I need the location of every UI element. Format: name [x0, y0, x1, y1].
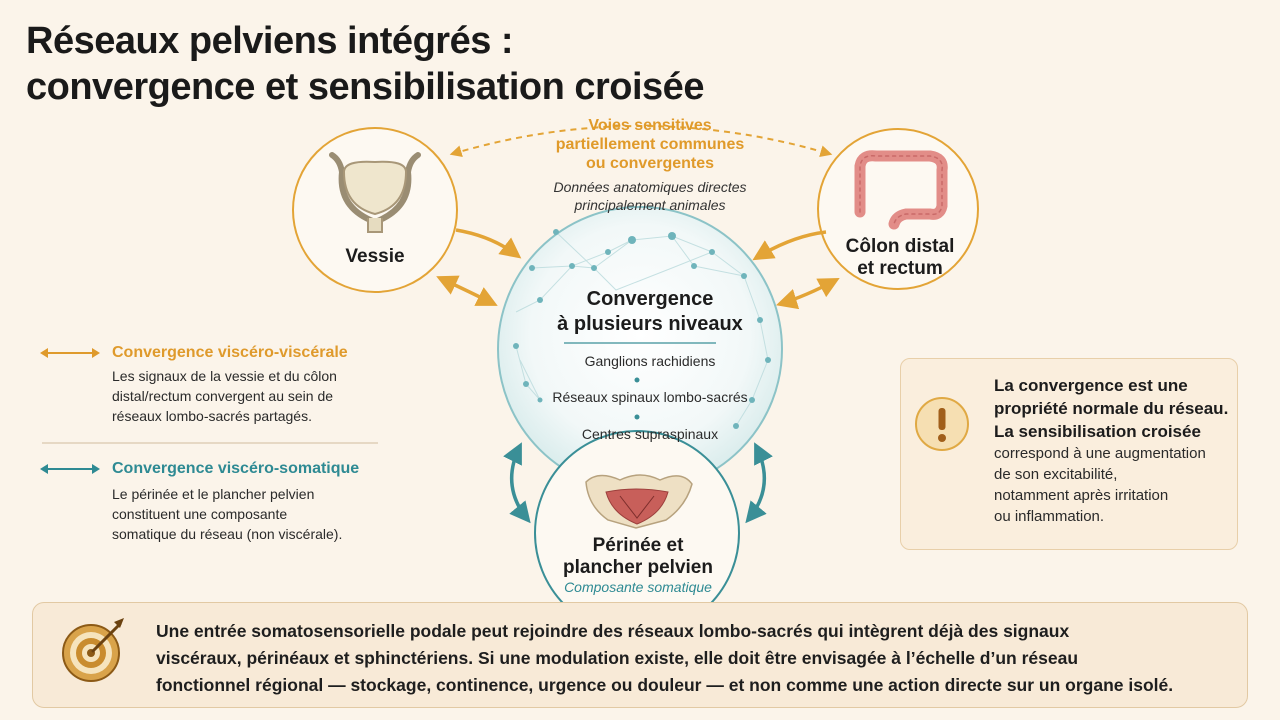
target-icon	[62, 618, 124, 682]
vessie-label: Vessie	[345, 246, 405, 267]
perinee-label: Périnée et plancher pelvien	[550, 535, 726, 579]
arrow-vessie-in	[455, 228, 522, 259]
bottom-text: Une entrée somatosensorielle podale peut…	[156, 618, 1236, 699]
arrow-colon-double	[775, 278, 840, 310]
page-title: Réseaux pelviens intégrés : convergence …	[26, 18, 786, 110]
legend-visceral-line-3: réseaux lombo-sacrés partagés.	[112, 408, 312, 424]
orange-double-arrow-icon	[40, 348, 100, 358]
exclamation-icon	[915, 397, 969, 451]
colon-label: Côlon distal et rectum	[830, 236, 970, 280]
donnees-line-2: principalement animales	[574, 197, 726, 213]
note-strong-1: La convergence est une	[994, 376, 1188, 395]
center-title: Convergence à plusieurs niveaux	[530, 287, 770, 337]
legend-somatic-line-2: constituent une composante	[112, 506, 288, 522]
bottom-box	[32, 602, 1248, 708]
bottom-line-2: viscéraux, périnéaux et sphinctériens. S…	[156, 648, 1079, 668]
bottom-line-3: fonctionnel régional — stockage, contine…	[156, 675, 1174, 695]
level-dot-1	[634, 377, 640, 383]
note-normal-1: correspond à une augmentation	[994, 445, 1206, 462]
donnees-note: Données anatomiques directes principalem…	[520, 178, 780, 214]
colon-label-line-2: et rectum	[857, 258, 943, 279]
center-title-line-2: à plusieurs niveaux	[557, 313, 743, 335]
bottom-line-1: Une entrée somatosensorielle podale peut…	[156, 621, 1070, 641]
perinee-label-line-1: Périnée et	[592, 535, 684, 556]
arrow-vessie-double	[436, 275, 498, 306]
center-title-line-1: Convergence	[586, 288, 714, 310]
legend-visceral-text: Les signaux de la vessie et du côlon dis…	[112, 366, 337, 426]
voies-line-3: ou convergentes	[585, 155, 715, 172]
colon-label-line-1: Côlon distal	[845, 236, 955, 257]
teal-double-arrow-icon	[40, 464, 100, 474]
colon-icon	[854, 150, 948, 230]
voies-line-2: partiellement communes	[555, 136, 745, 153]
level-dot-2	[634, 414, 640, 420]
note-text: La convergence est une propriété normale…	[994, 374, 1230, 527]
note-normal-4: ou inflammation.	[994, 508, 1105, 525]
note-strong-3: La sensibilisation croisée	[994, 422, 1201, 441]
legend-visceral-line-1: Les signaux de la vessie et du côlon	[112, 368, 337, 384]
level-centres-supraspinaux: Centres supraspinaux	[581, 426, 719, 442]
note-strong-2: propriété normale du réseau.	[994, 399, 1229, 418]
perinee-subtitle: Composante somatique	[564, 579, 712, 595]
bladder-icon	[329, 152, 421, 233]
arrow-teal-right	[745, 442, 773, 524]
legend-somatic-text: Le périnée et le plancher pelvien consti…	[112, 484, 342, 544]
legend-somatic-line-1: Le périnée et le plancher pelvien	[112, 486, 315, 502]
arrow-colon-in	[752, 230, 827, 261]
legend-visceral-line-2: distal/rectum convergent au sein de	[112, 388, 334, 404]
legend-somatic-line-3: somatique du réseau (non viscérale).	[112, 526, 343, 542]
voies-note: Voies sensitives partiellement communes …	[520, 116, 780, 173]
voies-line-1: Voies sensitives	[588, 117, 712, 134]
pelvis-icon	[585, 474, 693, 529]
note-box	[900, 358, 1238, 550]
donnees-line-1: Données anatomiques directes	[553, 179, 747, 195]
legend-somatic-title: Convergence viscéro-somatique	[112, 460, 360, 477]
title-line-2: convergence et sensibilisation croisée	[26, 66, 704, 108]
dashed-arc-arrow	[449, 125, 833, 158]
level-reseaux-spinaux: Réseaux spinaux lombo-sacrés	[552, 389, 748, 405]
perinee-label-line-2: plancher pelvien	[563, 557, 713, 578]
network-nodes	[513, 229, 771, 429]
note-normal-3: notamment après irritation	[994, 487, 1169, 504]
title-line-1: Réseaux pelviens intégrés :	[26, 20, 514, 62]
arrow-teal-left	[503, 442, 531, 524]
level-ganglions: Ganglions rachidiens	[584, 353, 716, 369]
note-normal-2: de son excitabilité,	[994, 466, 1118, 483]
legend-visceral-title: Convergence viscéro-viscérale	[112, 344, 348, 361]
